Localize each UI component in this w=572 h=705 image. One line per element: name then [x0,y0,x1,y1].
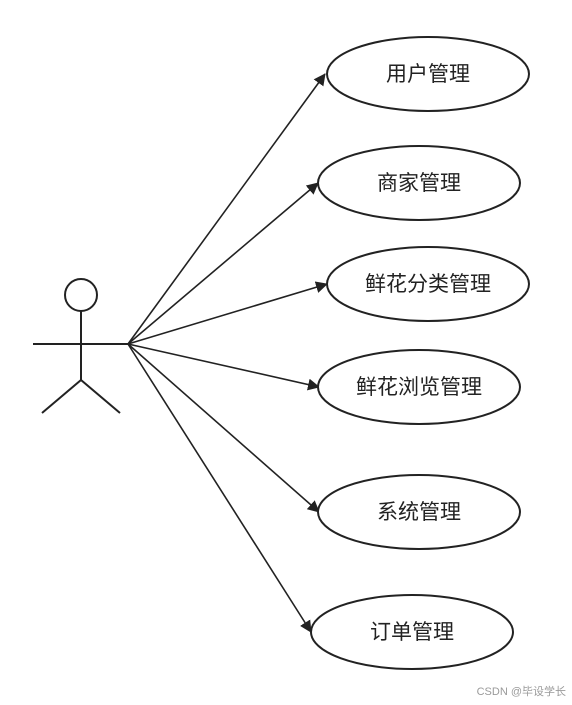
use-case-merchant: 商家管理 [317,145,521,221]
use-case-ellipse [317,474,521,550]
use-case-ellipse [317,145,521,221]
use-case-ellipse [326,246,530,322]
actor-right-leg [80,379,121,414]
association-arrow [127,281,328,345]
actor-left-leg [41,379,82,414]
association-arrow [127,73,326,345]
association-arrow [127,182,319,345]
actor [33,278,128,414]
watermark: CSDN @毕设学长 [476,686,566,698]
use-case-ellipse [326,36,530,112]
use-case-flower-browse: 鲜花浏览管理 [317,349,521,425]
use-case-flower-category: 鲜花分类管理 [326,246,530,322]
associations [127,73,328,633]
association-arrow [127,343,312,633]
use-case-ellipse [317,349,521,425]
association-arrow [127,343,320,513]
use-case-ellipse [310,594,514,670]
association-arrow [127,343,320,391]
use-case-label: 订单管理 [370,620,454,644]
use-case-label: 商家管理 [377,171,461,195]
use-case-label: 用户管理 [386,62,470,86]
use-case-user: 用户管理 [326,36,530,112]
use-case-system: 系统管理 [317,474,521,550]
actor-head [64,278,98,312]
use-case-order: 订单管理 [310,594,514,670]
use-case-label: 鲜花分类管理 [365,272,491,296]
use-case-label: 系统管理 [377,500,461,524]
use-case-label: 鲜花浏览管理 [356,375,482,399]
